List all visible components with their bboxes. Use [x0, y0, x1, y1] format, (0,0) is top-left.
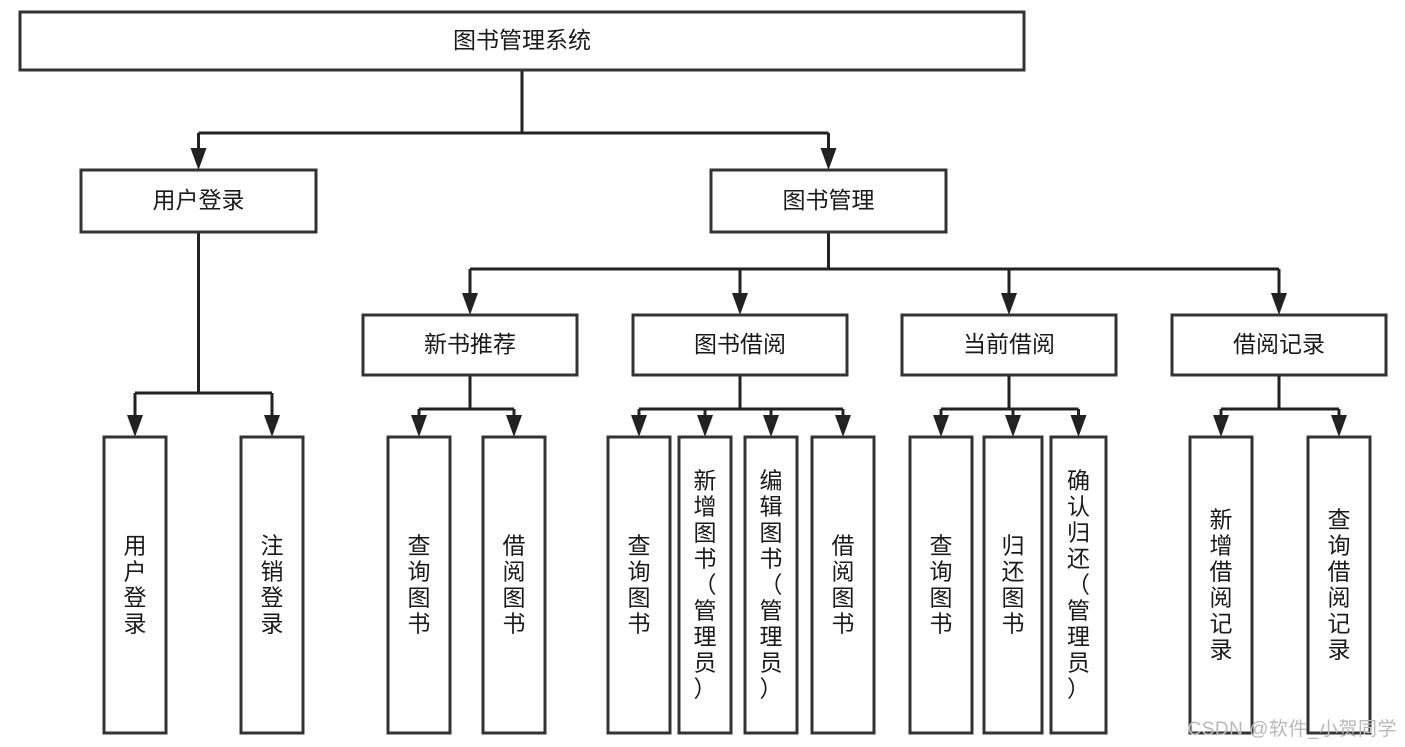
arrow-head-icon: [1271, 293, 1287, 315]
connector-group-user-login: [127, 232, 280, 437]
arrow-head-icon: [462, 293, 478, 315]
connector-group-book-management: [462, 232, 1287, 315]
arrow-head-icon: [1331, 415, 1347, 437]
arrow-head-icon: [127, 415, 143, 437]
node-leaf-confirm-return-admin[interactable]: 确认归还（管理员）: [1049, 435, 1108, 735]
node-box-leaf-borrow-book[interactable]: [810, 435, 876, 735]
arrow-head-icon: [1005, 415, 1021, 437]
node-leaf-borrow-book-recommend[interactable]: 借阅图书: [481, 435, 547, 735]
arrow-head-icon: [631, 415, 647, 437]
connector-group-new-book-recommend: [411, 375, 522, 437]
arrow-head-icon: [820, 148, 837, 170]
node-label-leaf-add-book-admin: 新增图书（管理员）: [694, 467, 717, 701]
node-leaf-query-book-current[interactable]: 查询图书: [908, 435, 974, 735]
node-leaf-edit-book-admin[interactable]: 编辑图书（管理员）: [743, 435, 799, 735]
node-box-new-book-recommend[interactable]: [361, 313, 579, 377]
node-label-leaf-return-book: 归还图书: [1002, 532, 1025, 636]
node-leaf-user-logout[interactable]: 注销登录: [239, 435, 305, 735]
arrow-head-icon: [835, 415, 851, 437]
node-box-borrow-record[interactable]: [1170, 313, 1388, 377]
node-box-leaf-add-book-admin[interactable]: [677, 435, 733, 735]
node-label-leaf-user-logout: 注销登录: [261, 532, 284, 636]
node-box-root[interactable]: [18, 10, 1026, 72]
node-box-leaf-query-book-current[interactable]: [908, 435, 974, 735]
node-label-new-book-recommend: 新书推荐: [424, 331, 516, 357]
connector-layer: [127, 70, 1347, 437]
node-leaf-borrow-book[interactable]: 借阅图书: [810, 435, 876, 735]
node-label-book-borrow: 图书借阅: [694, 331, 786, 357]
node-leaf-user-login[interactable]: 用户登录: [102, 435, 168, 735]
node-label-leaf-user-login: 用户登录: [124, 532, 147, 636]
node-layer: 图书管理系统用户登录图书管理新书推荐图书借阅当前借阅借阅记录用户登录注销登录查询…: [18, 10, 1388, 735]
node-leaf-query-book-recommend[interactable]: 查询图书: [386, 435, 452, 735]
node-borrow-record[interactable]: 借阅记录: [1170, 313, 1388, 377]
node-label-borrow-record: 借阅记录: [1233, 331, 1325, 357]
node-label-book-management: 图书管理: [783, 187, 875, 213]
arrow-head-icon: [933, 415, 949, 437]
node-label-leaf-query-book-recommend: 查询图书: [408, 532, 431, 636]
node-label-leaf-add-borrow-record: 新增借阅记录: [1210, 506, 1233, 662]
node-leaf-query-book-borrow[interactable]: 查询图书: [606, 435, 672, 735]
connector-group-root: [190, 70, 837, 170]
node-box-book-management[interactable]: [709, 168, 948, 234]
node-user-login[interactable]: 用户登录: [79, 168, 318, 234]
arrow-head-icon: [697, 415, 713, 437]
arrow-head-icon: [763, 415, 779, 437]
node-label-leaf-confirm-return-admin: 确认归还（管理员）: [1067, 467, 1090, 701]
node-box-leaf-user-logout[interactable]: [239, 435, 305, 735]
connector-group-current-borrow: [933, 375, 1087, 437]
node-current-borrow[interactable]: 当前借阅: [900, 313, 1118, 377]
arrow-head-icon: [732, 293, 748, 315]
node-box-leaf-user-login[interactable]: [102, 435, 168, 735]
node-label-leaf-query-book-borrow: 查询图书: [628, 532, 651, 636]
node-box-leaf-return-book[interactable]: [982, 435, 1044, 735]
node-label-leaf-edit-book-admin: 编辑图书（管理员）: [760, 467, 783, 701]
arrow-head-icon: [1001, 293, 1017, 315]
node-box-user-login[interactable]: [79, 168, 318, 234]
node-new-book-recommend[interactable]: 新书推荐: [361, 313, 579, 377]
node-label-leaf-query-book-current: 查询图书: [930, 532, 953, 636]
node-label-user-login: 用户登录: [153, 187, 245, 213]
node-leaf-add-borrow-record[interactable]: 新增借阅记录: [1188, 435, 1254, 735]
node-box-book-borrow[interactable]: [631, 313, 849, 377]
node-box-leaf-add-borrow-record[interactable]: [1188, 435, 1254, 735]
node-book-management[interactable]: 图书管理: [709, 168, 948, 234]
node-label-root: 图书管理系统: [453, 27, 591, 53]
node-box-leaf-borrow-book-recommend[interactable]: [481, 435, 547, 735]
node-root[interactable]: 图书管理系统: [18, 10, 1026, 72]
arrow-head-icon: [411, 415, 427, 437]
node-box-leaf-query-book-borrow[interactable]: [606, 435, 672, 735]
arrow-head-icon: [264, 415, 280, 437]
arrow-head-icon: [1213, 415, 1229, 437]
connector-group-book-borrow: [631, 375, 851, 437]
connector-group-borrow-record: [1213, 375, 1347, 437]
node-label-leaf-query-borrow-record: 查询借阅记录: [1328, 506, 1351, 662]
arrow-head-icon: [506, 415, 522, 437]
node-box-current-borrow[interactable]: [900, 313, 1118, 377]
node-leaf-return-book[interactable]: 归还图书: [982, 435, 1044, 735]
node-box-leaf-edit-book-admin[interactable]: [743, 435, 799, 735]
node-leaf-query-borrow-record[interactable]: 查询借阅记录: [1306, 435, 1372, 735]
node-book-borrow[interactable]: 图书借阅: [631, 313, 849, 377]
node-label-current-borrow: 当前借阅: [963, 331, 1055, 357]
arrow-head-icon: [190, 148, 207, 170]
node-label-leaf-borrow-book: 借阅图书: [832, 532, 855, 636]
arrow-head-icon: [1070, 415, 1087, 437]
node-label-leaf-borrow-book-recommend: 借阅图书: [503, 532, 526, 636]
node-box-leaf-confirm-return-admin[interactable]: [1049, 435, 1108, 735]
node-box-leaf-query-borrow-record[interactable]: [1306, 435, 1372, 735]
node-box-leaf-query-book-recommend[interactable]: [386, 435, 452, 735]
node-leaf-add-book-admin[interactable]: 新增图书（管理员）: [677, 435, 733, 735]
